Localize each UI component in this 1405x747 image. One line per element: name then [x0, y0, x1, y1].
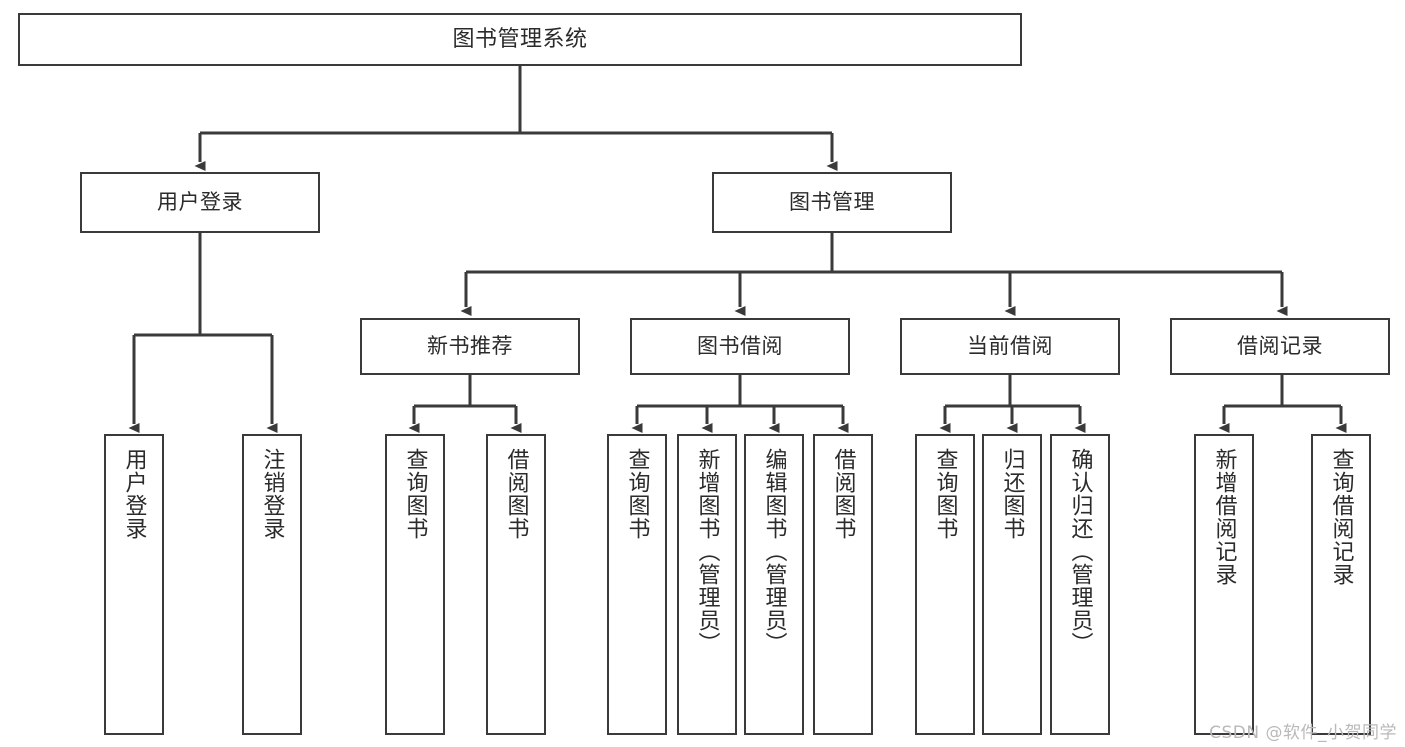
- node-book-manage[interactable]: 图书管理: [712, 172, 952, 233]
- node-borrow-record[interactable]: 借阅记录: [1170, 318, 1390, 375]
- leaf-confirm-return-admin-label: 确认归还（管理员）: [1067, 448, 1093, 655]
- node-book-borrow[interactable]: 图书借阅: [630, 318, 850, 375]
- node-book-manage-label: 图书管理: [789, 190, 875, 215]
- leaf-query-book-2[interactable]: 查询图书: [607, 434, 667, 735]
- leaf-add-book-admin[interactable]: 新增图书（管理员）: [677, 434, 737, 735]
- leaf-borrow-book-1-label: 借阅图书: [503, 448, 529, 540]
- leaf-add-borrow-record[interactable]: 新增借阅记录: [1194, 434, 1254, 735]
- leaf-add-borrow-record-label: 新增借阅记录: [1211, 448, 1237, 586]
- node-current-borrow-label: 当前借阅: [967, 334, 1053, 359]
- leaf-query-book-3-label: 查询图书: [932, 448, 958, 540]
- node-borrow-record-label: 借阅记录: [1237, 334, 1323, 359]
- leaf-query-borrow-record[interactable]: 查询借阅记录: [1311, 434, 1371, 735]
- node-user-login-label: 用户登录: [157, 190, 243, 215]
- leaf-user-login[interactable]: 用户登录: [104, 434, 164, 735]
- leaf-query-borrow-record-label: 查询借阅记录: [1328, 448, 1354, 586]
- leaf-edit-book-admin-label: 编辑图书（管理员）: [761, 448, 787, 655]
- leaf-logout-login[interactable]: 注销登录: [242, 434, 302, 735]
- leaf-edit-book-admin[interactable]: 编辑图书（管理员）: [744, 434, 804, 735]
- leaf-return-book-label: 归还图书: [999, 448, 1025, 540]
- leaf-query-book-1[interactable]: 查询图书: [385, 434, 445, 735]
- node-root[interactable]: 图书管理系统: [18, 13, 1022, 66]
- node-book-borrow-label: 图书借阅: [697, 334, 783, 359]
- leaf-query-book-2-label: 查询图书: [624, 448, 650, 540]
- leaf-user-login-label: 用户登录: [121, 448, 147, 540]
- leaf-borrow-book-2-label: 借阅图书: [830, 448, 856, 540]
- node-new-book-recommendation[interactable]: 新书推荐: [360, 318, 580, 375]
- node-new-book-recommendation-label: 新书推荐: [427, 334, 513, 359]
- leaf-confirm-return-admin[interactable]: 确认归还（管理员）: [1050, 434, 1110, 735]
- csdn-watermark: CSDN @软件_小贺同学: [1209, 723, 1397, 743]
- leaf-add-book-admin-label: 新增图书（管理员）: [694, 448, 720, 655]
- leaf-borrow-book-1[interactable]: 借阅图书: [486, 434, 546, 735]
- leaf-query-book-1-label: 查询图书: [402, 448, 428, 540]
- leaf-logout-login-label: 注销登录: [259, 448, 285, 540]
- node-root-label: 图书管理系统: [452, 26, 588, 52]
- node-user-login[interactable]: 用户登录: [80, 172, 320, 233]
- leaf-query-book-3[interactable]: 查询图书: [915, 434, 975, 735]
- leaf-borrow-book-2[interactable]: 借阅图书: [813, 434, 873, 735]
- node-current-borrow[interactable]: 当前借阅: [900, 318, 1120, 375]
- leaf-return-book[interactable]: 归还图书: [982, 434, 1042, 735]
